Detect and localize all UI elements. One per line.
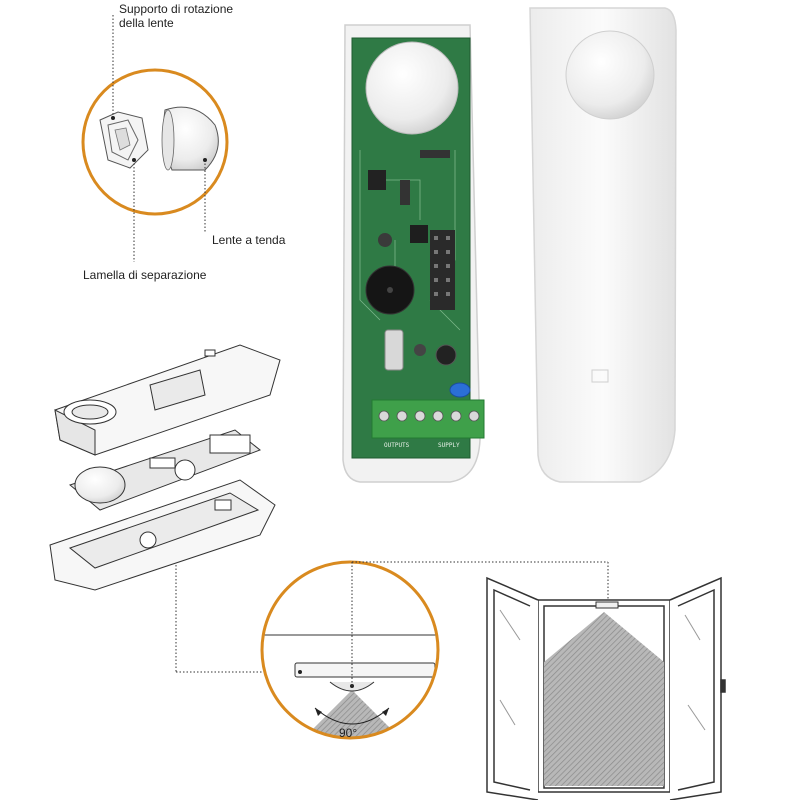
closed-sensor-lens [565,30,655,120]
label-rotation-support-1: Supporto di rotazione [119,2,233,16]
label-angle: 90° [339,726,357,740]
label-curtain-lens: Lente a tenda [212,233,286,247]
closed-sensor [529,7,677,483]
open-sensor: OUTPUTS SUPPLY [342,24,485,483]
lens-rotation-support [99,111,149,169]
label-separation-blade: Lamella di separazione [83,268,207,282]
lens-callout-circle [81,68,229,216]
terminal-block [371,399,485,439]
exploded-view [49,344,281,591]
lens-callout: Supporto di rotazione della lente Lente … [81,2,286,282]
curtain-lens [161,106,219,171]
coverage-callout: 90° [260,560,609,740]
coverage-area [544,612,664,786]
label-supply: SUPPLY [438,442,460,449]
label-rotation-support-2: della lente [119,16,174,30]
pcb-lens-dome [365,41,459,135]
label-outputs: OUTPUTS [384,442,410,449]
window-diagram [486,576,726,800]
